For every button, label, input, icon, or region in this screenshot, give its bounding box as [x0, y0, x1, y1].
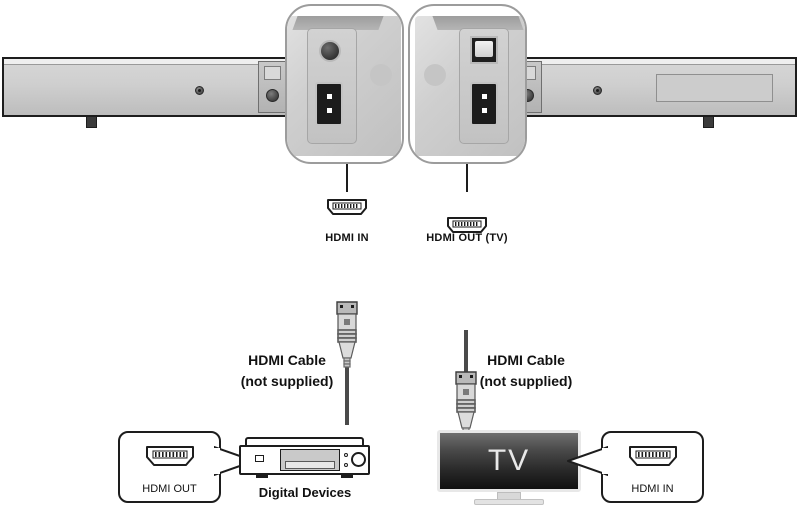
- hdmi-out-label: HDMI OUT (TV): [426, 232, 508, 244]
- hdmi-plug-left: [330, 300, 364, 370]
- callout-hdmi-out-icon: [145, 445, 195, 467]
- device-power-knob[interactable]: [351, 452, 366, 467]
- cable-left-line: [345, 330, 349, 425]
- hdmi-plug-icon: [336, 301, 358, 368]
- device-led-top: [344, 453, 348, 457]
- device-foot-right: [341, 474, 353, 478]
- magnified-knob-right: [424, 64, 446, 86]
- device-led-bottom: [344, 463, 348, 467]
- soundbar-foot-right: [703, 116, 714, 128]
- callout-hdmi-out-label: HDMI OUT: [142, 483, 197, 495]
- callout-tail-left: [214, 446, 255, 476]
- leader-line-left: [346, 164, 348, 192]
- hdmi-port-icon: [447, 217, 487, 233]
- soundbar-screw-right: [593, 86, 602, 95]
- callout-tail-right: [567, 446, 608, 476]
- magnifier-left: [285, 4, 404, 164]
- digital-device-caption: Digital Devices: [258, 485, 352, 500]
- hdmi-out-port-icon: [446, 216, 488, 234]
- hdmi-in-port-icon: [326, 198, 368, 216]
- soundbar-foot-left: [86, 116, 97, 128]
- hdmi-port-icon: [629, 446, 677, 466]
- soundbar-top-edge-right: [517, 59, 795, 65]
- leader-line-right: [466, 164, 468, 192]
- aux-jack-port: [319, 40, 341, 62]
- tv-screen-label: TV: [487, 444, 531, 477]
- cable-right-caption: HDMI Cable (not supplied): [467, 350, 585, 392]
- device-foot-left: [256, 474, 268, 478]
- soundbar-recessed-panel: [656, 74, 773, 102]
- cable-left-caption-line1: HDMI Cable: [248, 352, 326, 368]
- hdmi-port-icon: [327, 199, 367, 215]
- callout-hdmi-in-icon: [628, 445, 678, 467]
- hdmi-in-label: HDMI IN: [325, 232, 369, 244]
- callout-digital-device: HDMI OUT: [118, 431, 255, 503]
- hdmi-in-port-magnified: [315, 82, 343, 126]
- device-disc-slot: [285, 461, 335, 469]
- optical-in-port: [470, 36, 498, 64]
- hdmi-port-icon: [146, 446, 194, 466]
- soundbar-right-section: [515, 57, 797, 117]
- soundbar-jack-left: [266, 89, 279, 102]
- soundbar-vent-left: [264, 66, 281, 80]
- digital-device: [239, 437, 370, 481]
- callout-hdmi-in-label: HDMI IN: [631, 483, 674, 495]
- hdmi-out-port-magnified: [470, 82, 498, 126]
- soundbar-left-section: [2, 57, 302, 117]
- callout-tv: HDMI IN: [567, 431, 704, 503]
- device-eject-button[interactable]: [255, 455, 264, 462]
- tv-stand-base: [474, 499, 544, 505]
- cable-right-caption-line2: (not supplied): [479, 373, 573, 389]
- magnifier-right: [408, 4, 527, 164]
- cable-left-caption-line2: (not supplied): [240, 373, 334, 389]
- soundbar-screw-left: [195, 86, 204, 95]
- magnified-knob-left: [370, 64, 392, 86]
- cable-left-caption: HDMI Cable (not supplied): [228, 350, 346, 392]
- soundbar-top-edge: [4, 59, 300, 65]
- cable-right-caption-line1: HDMI Cable: [487, 352, 565, 368]
